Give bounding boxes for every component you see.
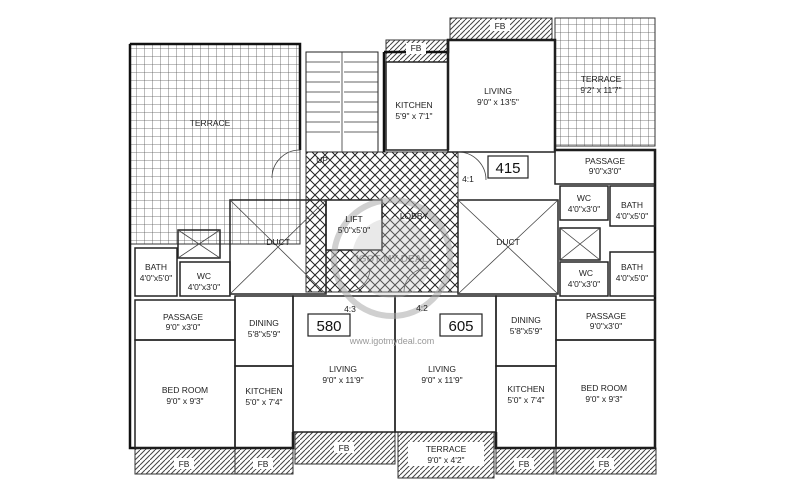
bath-right-bot-label: BATH [621,262,643,272]
passage-left-label: PASSAGE [163,312,203,322]
living-left-dim: 9'0" x 11'9" [322,375,363,385]
unit-number-top: 415 [495,160,520,177]
wc-right-bot-label: WC [579,268,593,278]
watermark-logo: IGOT MY DEAL [331,197,453,319]
dining-left-label: DINING [249,318,279,328]
terrace-bottom-label: TERRACE [426,444,467,454]
fb-label-4: FB [258,459,269,469]
duct-right-label: DUCT [496,237,520,247]
bedroom-left-dim: 9'0" x 9'3" [166,396,203,406]
terrace-right-area [554,17,656,147]
kitchen-right-label: KITCHEN [507,384,544,394]
passage-left-dim: 9'0" x3'0" [166,322,201,332]
fb-label-2: FB [411,43,422,53]
terrace-left-area [129,43,301,245]
wc-right-bot-dim: 4'0"x3'0" [568,279,600,289]
watermark-logo-text: IGOT MY DEAL [356,254,428,265]
kitchen-right-dim: 5'0" x 7'4" [507,395,544,405]
fb-label-5: FB [339,443,350,453]
fb-label-6: FB [519,459,530,469]
wc-right-top-label: WC [577,193,591,203]
living-right-label: LIVING [428,364,456,374]
terrace-left-label: TERRACE [190,118,231,128]
kitchen-left-label: KITCHEN [245,386,282,396]
lift-dim: 5'0"x5'0" [338,225,370,235]
watermark-site: www.igotmydeal.com [349,336,435,346]
living-top-label: LIVING [484,86,512,96]
fb-label-7: FB [599,459,610,469]
terrace-bottom-dim: 9'0" x 4'2" [427,455,464,465]
lift-area [325,199,383,251]
living-right-dim: 9'0" x 11'9" [421,375,462,385]
dining-right-dim: 5'8"x5'9" [510,326,542,336]
duct-left-label: DUCT [266,237,290,247]
bath-right-bot-dim: 4'0"x5'0" [616,273,648,283]
wc-left-label: WC [197,271,211,281]
passage-right-top-label: PASSAGE [585,156,625,166]
kitchen-top-dim: 5'9" x 7'1" [395,111,432,121]
terrace-right-dim: 9'2" x 11'7" [580,85,621,95]
bedroom-right-dim: 9'0" x 9'3" [585,394,622,404]
unit-number-left: 580 [316,318,341,335]
lobby-label: LOBBY [400,211,429,221]
unit-number-right: 605 [448,318,473,335]
wc-left-dim: 4'0"x3'0" [188,282,220,292]
bath-left-dim: 4'0"x5'0" [140,273,172,283]
bath-right-top-dim: 4'0"x5'0" [616,211,648,221]
fb-label-3: FB [179,459,190,469]
bedroom-left-label: BED ROOM [162,385,208,395]
passage-right-top-dim: 9'0"x3'0" [589,166,621,176]
door-mark-top: 4:1 [462,174,474,184]
passage-right-bot-label: PASSAGE [586,311,626,321]
dining-right-label: DINING [511,315,541,325]
bedroom-right-label: BED ROOM [581,383,627,393]
fb-label-1: FB [495,21,506,31]
passage-right-bot-dim: 9'0"x3'0" [590,321,622,331]
lift-label: LIFT [345,214,362,224]
door-mark-right: 4:2 [416,303,428,313]
living-left-label: LIVING [329,364,357,374]
dining-left-dim: 5'8"x5'9" [248,329,280,339]
kitchen-left-dim: 5'0" x 7'4" [245,397,282,407]
wc-right-top-dim: 4'0"x3'0" [568,204,600,214]
terrace-right-label: TERRACE [581,74,622,84]
bath-right-top-label: BATH [621,200,643,210]
kitchen-top-label: KITCHEN [395,100,432,110]
up-label: UP [316,155,328,165]
bath-left-label: BATH [145,262,167,272]
living-top-dim: 9'0" x 13'5" [477,97,519,107]
door-mark-left: 4:3 [344,304,356,314]
